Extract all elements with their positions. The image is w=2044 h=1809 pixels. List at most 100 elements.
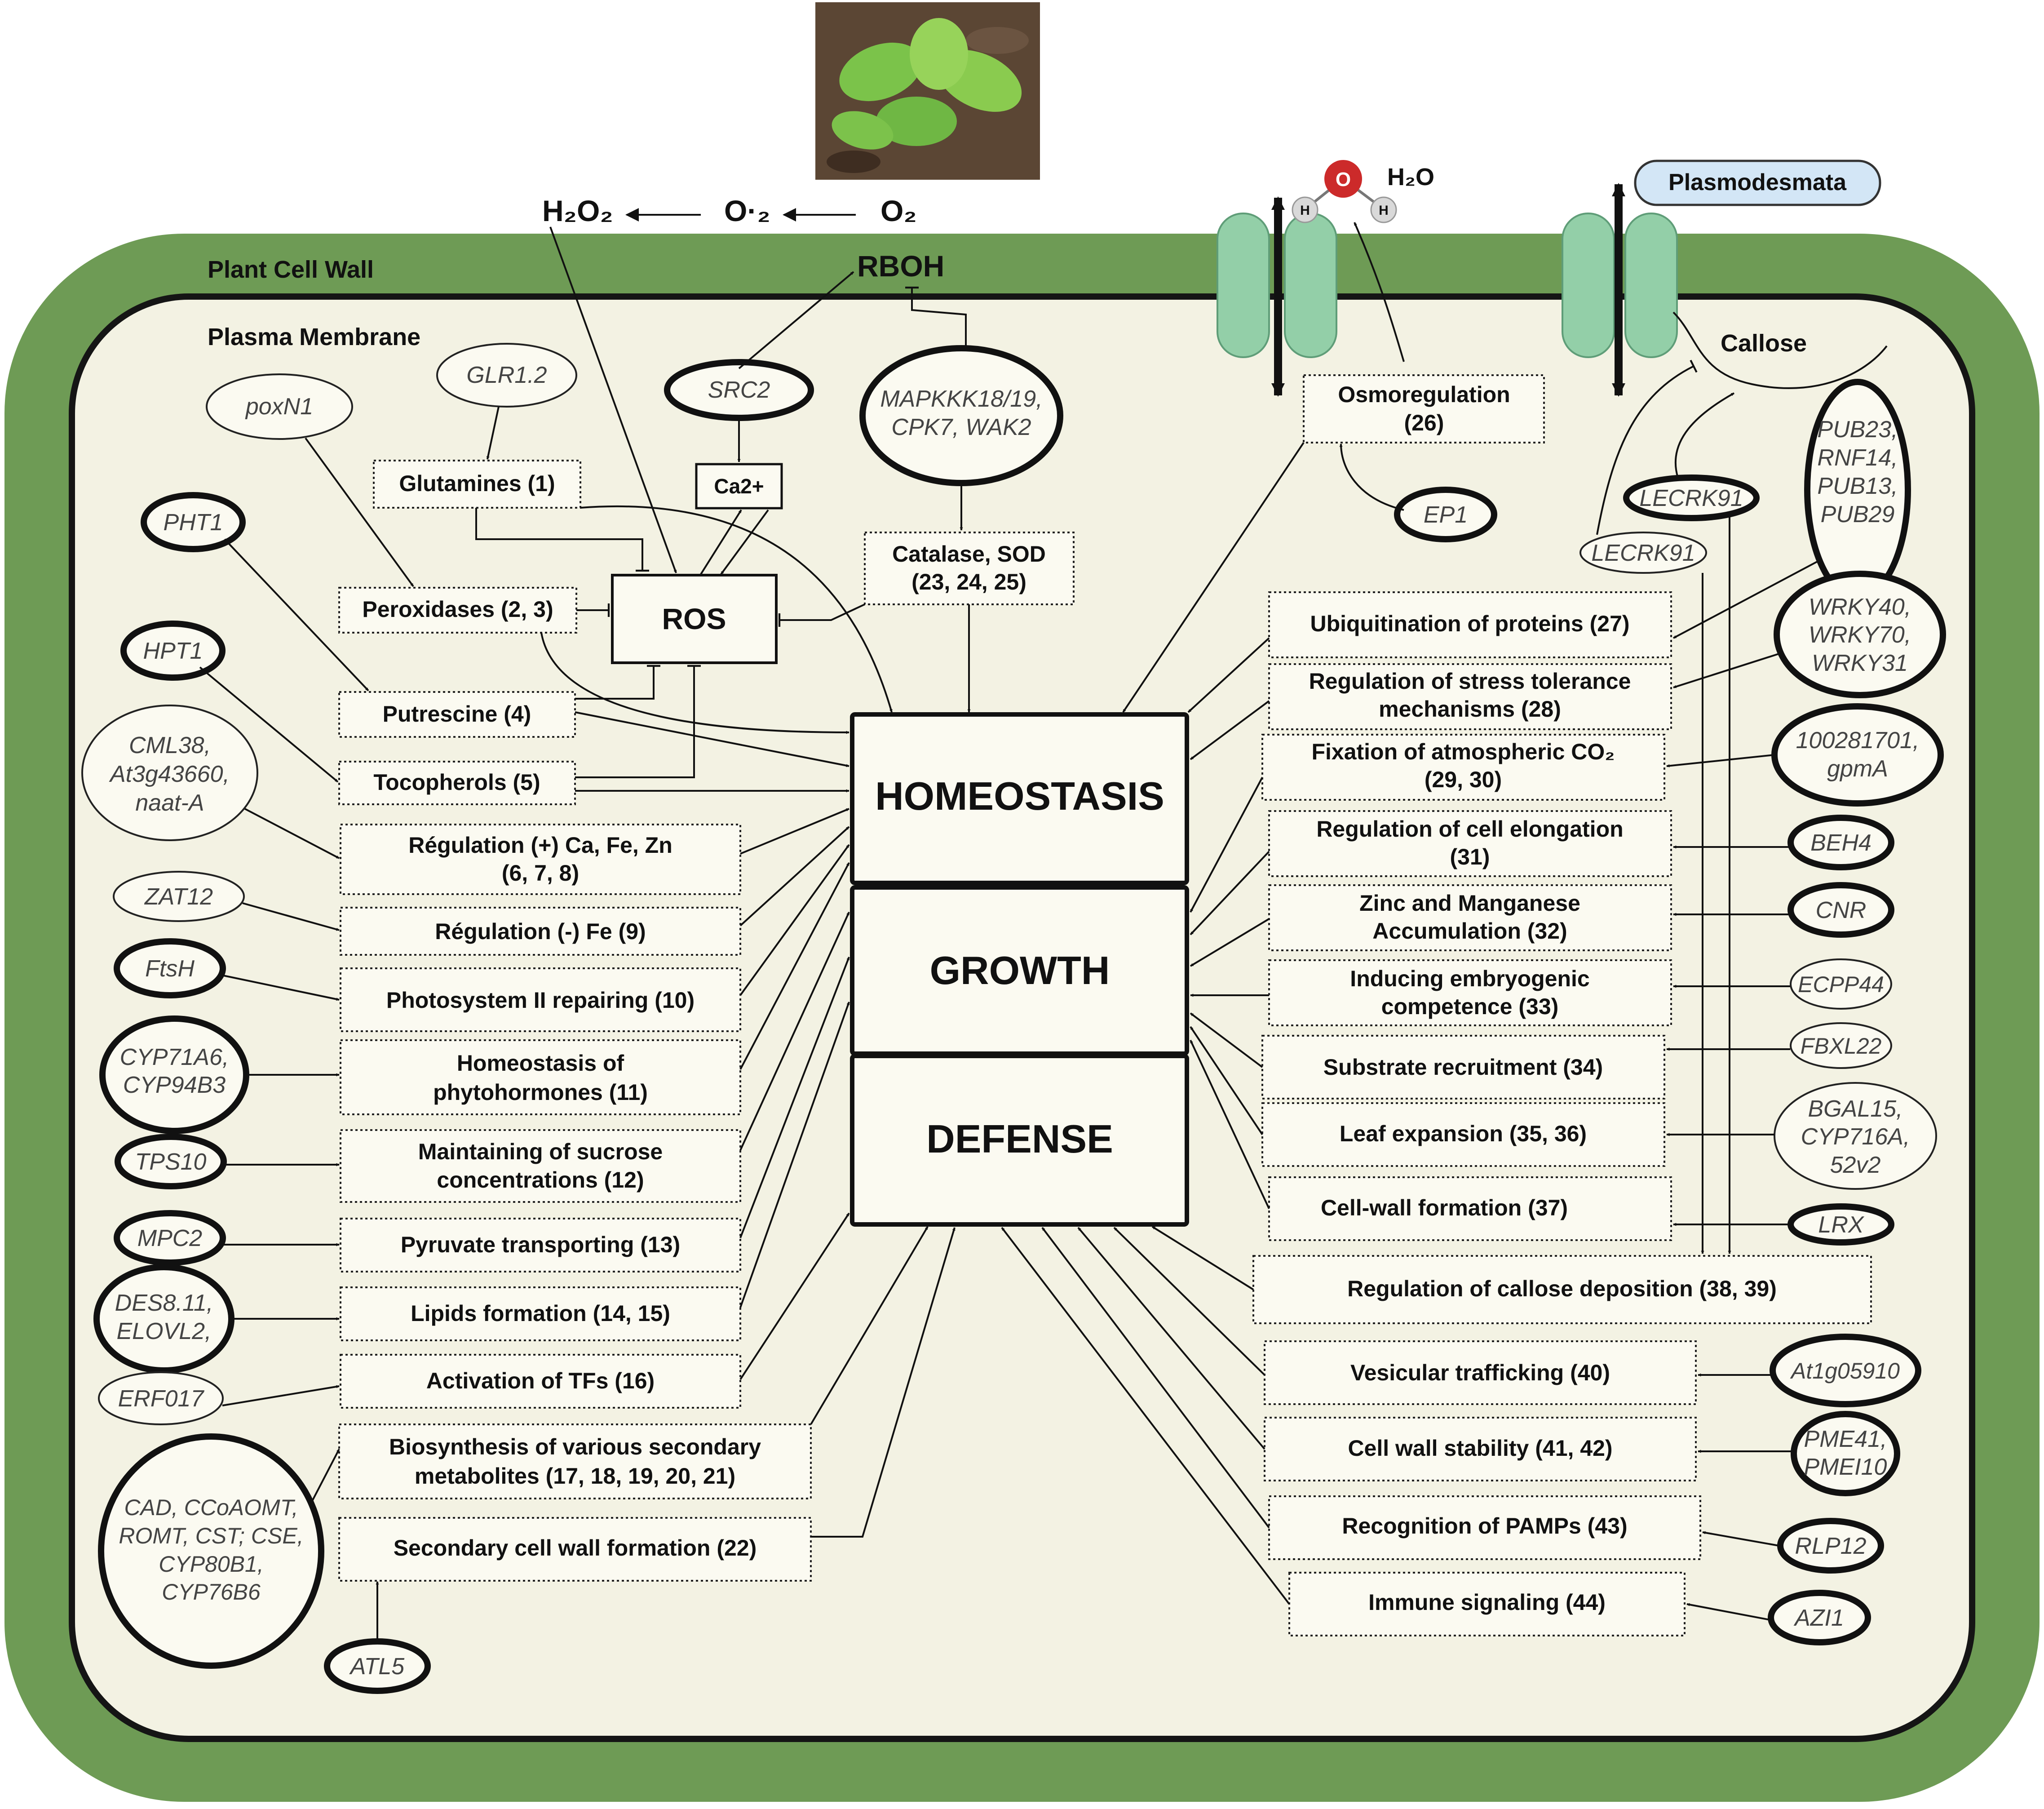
gene-lrx: LRX	[1787, 1203, 1894, 1246]
svg-text:Régulation (+) Ca, Fe, Zn: Régulation (+) Ca, Fe, Zn	[408, 833, 672, 858]
svg-text:Photosystem II repairing (10): Photosystem II repairing (10)	[386, 988, 695, 1013]
svg-text:ZAT12: ZAT12	[144, 884, 213, 910]
rboh-label: RBOH	[857, 249, 944, 283]
process-ubiquitination: Ubiquitination of proteins (27)	[1268, 591, 1672, 658]
plasma-membrane-label: Plasma Membrane	[208, 324, 420, 350]
svg-text:CNR: CNR	[1816, 897, 1867, 923]
process-pyruvate: Pyruvate transporting (13)	[340, 1218, 741, 1273]
gene-lecrk91-outer: LECRK91	[1623, 474, 1760, 521]
ca2-label: Ca2+	[714, 474, 764, 498]
process-secondary-metabolites: Biosynthesis of various secondary metabo…	[338, 1423, 812, 1499]
gene-beh4: BEH4	[1787, 815, 1894, 870]
svg-text:SRC2: SRC2	[708, 377, 770, 403]
svg-text:O: O	[1336, 168, 1351, 191]
svg-text:(23, 24, 25): (23, 24, 25)	[911, 569, 1026, 594]
svg-text:MAPKKK18/19,: MAPKKK18/19,	[880, 386, 1042, 412]
svg-text:Maintaining of sucrose: Maintaining of sucrose	[418, 1139, 663, 1164]
svg-text:(26): (26)	[1404, 410, 1444, 435]
gene-cnr: CNR	[1787, 882, 1894, 938]
svg-text:Biosynthesis of various second: Biosynthesis of various secondary	[389, 1434, 761, 1459]
svg-text:CML38,: CML38,	[129, 732, 211, 758]
svg-text:52v2: 52v2	[1830, 1152, 1881, 1178]
svg-text:Leaf expansion (35, 36): Leaf expansion (35, 36)	[1340, 1121, 1587, 1146]
homeostasis-box: HOMEOSTASIS	[850, 712, 1189, 885]
process-embryogenic: Inducing embryogenic competence (33)	[1268, 959, 1672, 1026]
water-channel	[1217, 196, 1337, 397]
ros-box	[611, 574, 778, 664]
svg-text:EP1: EP1	[1424, 502, 1468, 528]
svg-text:gpmA: gpmA	[1827, 756, 1888, 782]
svg-text:RNF14,: RNF14,	[1817, 445, 1898, 471]
svg-text:GLR1.2: GLR1.2	[466, 362, 547, 388]
ros-label: ROS	[662, 602, 726, 635]
process-putrescine: Putrescine (4)	[338, 691, 576, 738]
gene-mapkkk: MAPKKK18/19, CPK7, WAK2	[859, 345, 1063, 486]
svg-text:RLP12: RLP12	[1795, 1533, 1867, 1559]
svg-text:Substrate recruitment (34): Substrate recruitment (34)	[1323, 1055, 1603, 1080]
svg-text:Regulation of cell elongation: Regulation of cell elongation	[1316, 816, 1623, 842]
svg-text:At3g43660,: At3g43660,	[109, 761, 230, 787]
svg-text:Catalase, SOD: Catalase, SOD	[892, 541, 1046, 567]
process-zinc-manganese: Zinc and Manganese Accumulation (32)	[1268, 884, 1672, 951]
svg-text:LECRK91: LECRK91	[1591, 540, 1695, 566]
process-lipids: Lipids formation (14, 15)	[340, 1286, 741, 1341]
gene-azi1: AZI1	[1768, 1590, 1871, 1645]
process-substrate-recruitment: Substrate recruitment (34)	[1261, 1035, 1665, 1100]
svg-text:At1g05910: At1g05910	[1790, 1358, 1900, 1383]
gene-poxn1: poxN1	[206, 373, 353, 440]
process-regulation-fe: Régulation (-) Fe (9)	[340, 907, 741, 956]
gene-fbxl22: FBXL22	[1790, 1022, 1892, 1069]
svg-text:BGAL15,: BGAL15,	[1808, 1096, 1902, 1122]
svg-text:Regulation of callose depositi: Regulation of callose deposition (38, 39…	[1347, 1276, 1777, 1301]
gene-at1g05910: At1g05910	[1770, 1334, 1921, 1407]
svg-text:competence (33): competence (33)	[1381, 994, 1559, 1019]
callose-label: Callose	[1721, 330, 1807, 357]
svg-text:Pyruvate transporting (13): Pyruvate transporting (13)	[401, 1232, 680, 1257]
ca2-box	[695, 463, 783, 510]
svg-text:metabolites (17, 18, 19, 20, 2: metabolites (17, 18, 19, 20, 21)	[415, 1463, 735, 1489]
process-glutamines: Glutamines (1)	[373, 460, 581, 509]
connectors	[199, 222, 1818, 1642]
plasmodesmata-badge	[1634, 160, 1881, 206]
svg-text:PMEI10: PMEI10	[1804, 1454, 1887, 1480]
svg-text:Ubiquitination of proteins (27: Ubiquitination of proteins (27)	[1310, 611, 1629, 636]
cell-wall-label: Plant Cell Wall	[208, 256, 374, 283]
o2-label: O₂	[880, 194, 917, 227]
svg-text:AZI1: AZI1	[1793, 1605, 1844, 1631]
process-secondary-cell-wall: Secondary cell wall formation (22)	[338, 1517, 812, 1582]
gene-glr1-2: GLR1.2	[436, 343, 577, 408]
gene-atl5: ATL5	[324, 1638, 431, 1694]
gene-ep1: EP1	[1394, 487, 1497, 542]
svg-text:ERF017: ERF017	[118, 1386, 205, 1412]
svg-text:WRKY70,: WRKY70,	[1809, 622, 1911, 648]
gene-wrky40: WRKY40, WRKY70, WRKY31	[1774, 571, 1946, 698]
o2-radical-label: O·₂	[724, 194, 770, 227]
gene-zat12: ZAT12	[113, 871, 245, 922]
svg-text:Peroxidases (2, 3): Peroxidases (2, 3)	[362, 597, 553, 622]
process-osmoregulation: Osmoregulation (26)	[1303, 374, 1545, 443]
process-tfs: Activation of TFs (16)	[340, 1354, 741, 1409]
process-cell-wall-formation: Cell-wall formation (37)	[1268, 1176, 1672, 1241]
svg-text:Recognition of PAMPs (43): Recognition of PAMPs (43)	[1342, 1513, 1627, 1539]
svg-text:ELOVL2,: ELOVL2,	[116, 1318, 211, 1344]
svg-text:Secondary cell wall formation: Secondary cell wall formation (22)	[394, 1535, 757, 1561]
process-photosystem-ii: Photosystem II repairing (10)	[340, 967, 741, 1032]
svg-text:LECRK91: LECRK91	[1639, 485, 1743, 511]
svg-text:Activation of TFs (16): Activation of TFs (16)	[426, 1368, 655, 1393]
svg-text:H: H	[1379, 203, 1389, 218]
svg-text:WRKY31: WRKY31	[1812, 650, 1908, 676]
svg-text:PHT1: PHT1	[164, 510, 223, 536]
process-immune-signaling: Immune signaling (44)	[1288, 1572, 1686, 1636]
gene-tps10: TPS10	[115, 1134, 227, 1189]
svg-text:Accumulation (32): Accumulation (32)	[1372, 918, 1567, 944]
process-sucrose: Maintaining of sucrose concentrations (1…	[340, 1129, 741, 1203]
svg-text:WRKY40,: WRKY40,	[1809, 594, 1911, 620]
svg-text:Glutamines (1): Glutamines (1)	[399, 471, 555, 496]
gene-hpt1: HPT1	[120, 621, 226, 681]
svg-text:CYP716A,: CYP716A,	[1801, 1124, 1910, 1150]
gene-bgal15: BGAL15, CYP716A, 52v2	[1774, 1082, 1937, 1190]
seedling-photo	[815, 2, 1040, 180]
svg-text:Inducing embryogenic: Inducing embryogenic	[1350, 966, 1589, 991]
gene-pht1: PHT1	[141, 492, 246, 552]
process-cell-elongation: Regulation of cell elongation (31)	[1268, 810, 1672, 877]
